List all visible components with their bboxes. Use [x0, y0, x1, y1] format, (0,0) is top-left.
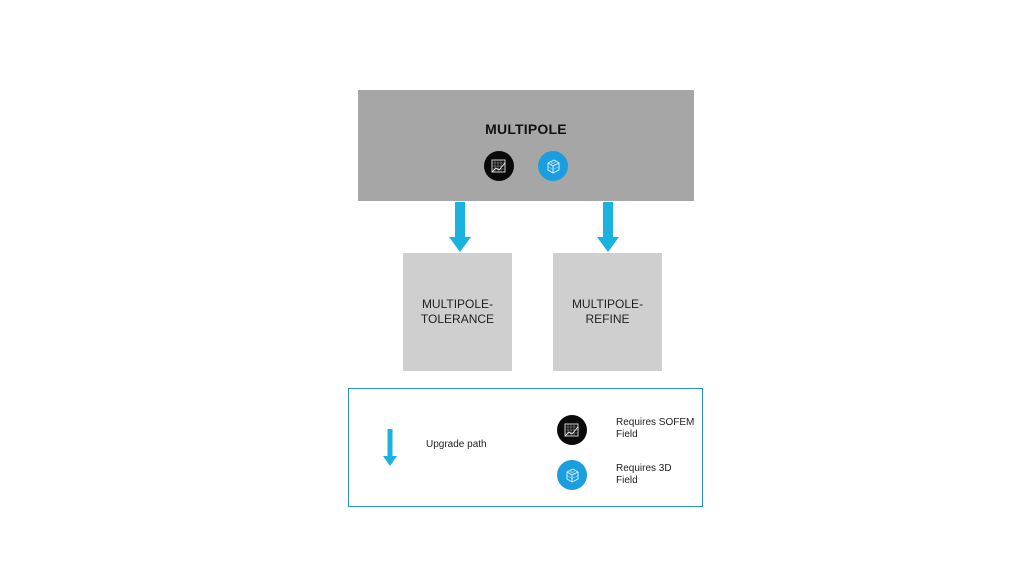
legend-3d-icon	[557, 460, 587, 490]
legend-sofem-line1: Requires SOFEM	[616, 417, 695, 428]
multipole-box: MULTIPOLE	[358, 90, 694, 201]
legend: Upgrade path Requires SOFEM Field Requir…	[348, 388, 703, 507]
legend-sofem-line2: Field	[616, 429, 638, 440]
multipole-refine-box: MULTIPOLE- REFINE	[553, 253, 662, 371]
sofem-field-icon	[484, 151, 514, 181]
requirement-icons	[484, 151, 568, 181]
multipole-tolerance-box: MULTIPOLE- TOLERANCE	[403, 253, 512, 371]
box-label-line1: MULTIPOLE-	[571, 297, 644, 311]
legend-3d-line2: Field	[616, 475, 638, 486]
legend-3d-label: Requires 3D Field	[616, 463, 672, 487]
box-label-line2: TOLERANCE	[420, 312, 495, 326]
3d-field-icon	[538, 151, 568, 181]
box-label-line1: MULTIPOLE-	[421, 297, 494, 311]
legend-upgrade-path-label: Upgrade path	[426, 439, 487, 450]
legend-sofem-label: Requires SOFEM Field	[616, 417, 694, 441]
legend-3d-line1: Requires 3D	[616, 463, 672, 474]
upgrade-arrow-right	[597, 202, 619, 252]
multipole-title: MULTIPOLE	[485, 121, 567, 137]
upgrade-arrow-left	[449, 202, 471, 252]
legend-sofem-icon	[557, 415, 587, 445]
legend-arrow-icon	[383, 429, 397, 466]
box-label-line2: REFINE	[585, 312, 630, 326]
